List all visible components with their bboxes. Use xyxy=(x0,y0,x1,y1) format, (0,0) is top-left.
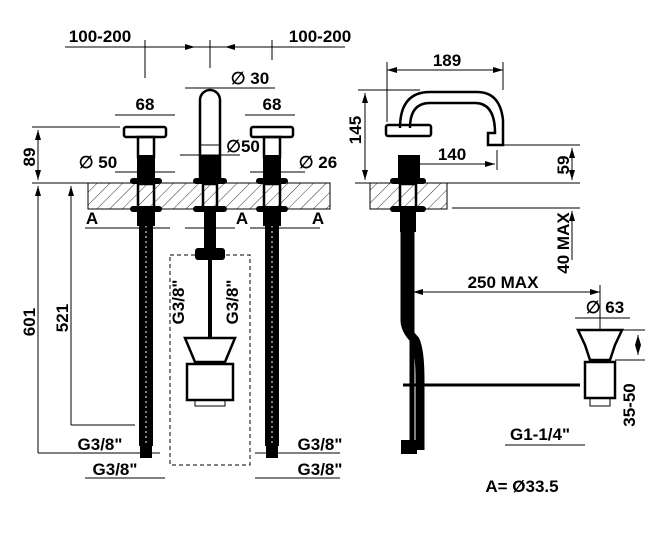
shank-diameter-label: ∅ 26 xyxy=(299,153,337,172)
spout-height-label: 145 xyxy=(346,116,365,144)
left-connection-lower-label: G3/8" xyxy=(93,460,138,479)
base-diameter-left-label: ∅ 50 xyxy=(79,153,117,172)
spacing-right-label: 100-200 xyxy=(289,27,351,46)
section-mark-a: A xyxy=(236,209,248,228)
section-mark-a: A xyxy=(86,209,98,228)
side-dimensions xyxy=(355,62,645,446)
faucet-side-view xyxy=(384,90,624,454)
base-diameter-spout-label: ∅50 xyxy=(226,137,260,156)
waste-thread-label: G1-1/4" xyxy=(510,425,570,444)
handle-width-left-label: 68 xyxy=(136,95,155,114)
countertop-side xyxy=(369,182,448,210)
waste-range-label: 35-50 xyxy=(620,383,639,426)
waste-distance-label: 250 MAX xyxy=(468,273,540,292)
right-handle-valve xyxy=(249,125,295,458)
spout-clearance-label: 59 xyxy=(554,156,573,175)
spacing-left-label: 100-200 xyxy=(69,27,131,46)
waste-diameter-label: ∅ 63 xyxy=(586,298,624,317)
hose-guides xyxy=(169,254,251,466)
total-height-label: 601 xyxy=(20,308,39,336)
left-connection-upper-label: G3/8" xyxy=(78,435,123,454)
spout-connection-right-label: G3/8" xyxy=(223,280,242,325)
section-note: A= Ø33.5 xyxy=(485,477,558,496)
countertop-front xyxy=(87,182,331,210)
spout-diameter-label: ∅ 30 xyxy=(231,69,269,88)
right-connection-upper-label: G3/8" xyxy=(298,435,343,454)
section-mark-a: A xyxy=(312,209,324,228)
spout-front xyxy=(183,88,237,407)
spout-projection-label: 140 xyxy=(438,145,466,164)
vertical-dimensions xyxy=(32,126,340,479)
left-handle-valve xyxy=(122,125,168,458)
spout-connection-left-label: G3/8" xyxy=(169,280,188,325)
spout-reach-label: 189 xyxy=(433,51,461,70)
deck-thickness-label: 40 MAX xyxy=(554,212,573,274)
spacing-dimension xyxy=(65,40,345,78)
handle-height-label: 89 xyxy=(20,148,39,167)
handle-width-right-label: 68 xyxy=(263,95,282,114)
right-connection-lower-label: G3/8" xyxy=(298,460,343,479)
hose-length-label: 521 xyxy=(53,304,72,332)
